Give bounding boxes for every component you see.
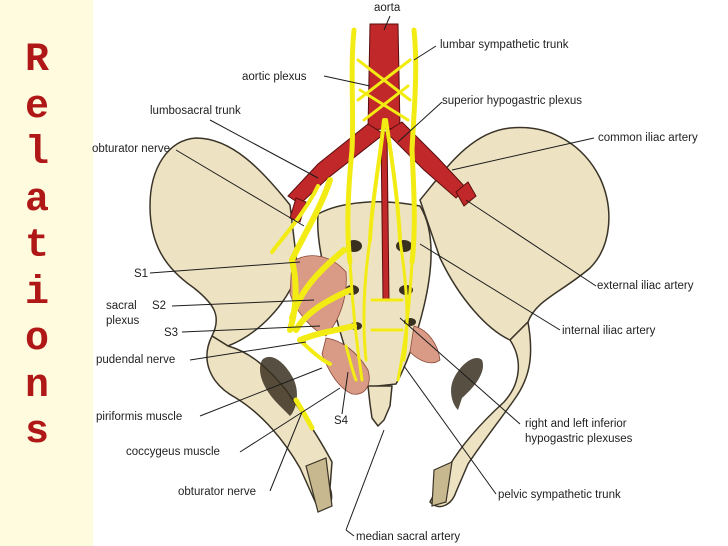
label-piriformis-muscle: piriformis muscle bbox=[96, 411, 182, 423]
title-letter: a bbox=[24, 177, 49, 223]
lumbosacral-trunk bbox=[289, 177, 333, 263]
median-sacral-artery bbox=[380, 131, 390, 301]
right-pubic-ramus bbox=[429, 321, 532, 508]
left-internal-iliac-artery bbox=[289, 197, 307, 223]
arteries bbox=[287, 23, 477, 301]
title-letter: R bbox=[24, 38, 49, 83]
ischial-tuberosities bbox=[305, 457, 453, 513]
sciatic-lower-branch bbox=[293, 397, 315, 431]
right-external-iliac-artery bbox=[455, 181, 477, 207]
slide-title: R e l a t i o n s bbox=[8, 38, 66, 457]
label-inferior-hypogastric-line2: hypogastric plexuses bbox=[525, 433, 633, 445]
label-lumbosacral-trunk: lumbosacral trunk bbox=[150, 105, 241, 117]
inferior-hypogastric-plexus bbox=[362, 238, 409, 362]
right-pelvic-floor-muscle bbox=[409, 325, 441, 364]
right-iliac-wing bbox=[419, 126, 610, 341]
lumbar-sympathetic-trunk-right bbox=[409, 27, 419, 265]
label-inferior-hypogastric-line1: right and left inferior bbox=[525, 418, 627, 430]
nerves bbox=[270, 27, 419, 431]
label-s1: S1 bbox=[134, 268, 148, 280]
label-median-sacral-artery: median sacral artery bbox=[356, 531, 460, 543]
label-external-iliac-artery: external iliac artery bbox=[597, 280, 694, 292]
aortic-plexus bbox=[356, 58, 412, 122]
title-letter: o bbox=[24, 317, 49, 362]
label-sacral: sacral bbox=[106, 300, 137, 312]
label-aorta: aorta bbox=[374, 2, 401, 14]
label-pudendal-nerve: pudendal nerve bbox=[96, 354, 175, 366]
label-s2: S2 bbox=[152, 300, 166, 312]
label-superior-hypogastric-plexus: superior hypogastric plexus bbox=[442, 95, 582, 107]
title-letter: i bbox=[24, 270, 49, 316]
sacral-plexus bbox=[287, 247, 357, 343]
title-letter: n bbox=[24, 363, 49, 409]
label-s3: S3 bbox=[164, 327, 178, 339]
pelvic-sympathetic-trunk bbox=[348, 260, 414, 382]
title-letter: s bbox=[24, 410, 49, 455]
left-ischial-tuberosity bbox=[305, 457, 333, 513]
label-obturator-nerve-top: obturator nerve bbox=[92, 143, 170, 155]
right-obturator-foramen bbox=[451, 358, 484, 410]
label-aortic-plexus: aortic plexus bbox=[242, 71, 307, 83]
label-s4: S4 bbox=[334, 415, 349, 427]
label-common-iliac-artery: common iliac artery bbox=[598, 132, 698, 144]
label-coccygeus-muscle: coccygeus muscle bbox=[126, 446, 220, 458]
label-plexus: plexus bbox=[106, 315, 139, 327]
superior-hypogastric-plexus bbox=[368, 118, 402, 242]
right-ischial-tuberosity bbox=[431, 461, 453, 507]
lumbar-sympathetic-trunk-left bbox=[345, 27, 357, 265]
left-iliac-wing bbox=[149, 137, 299, 347]
title-letter: t bbox=[24, 224, 49, 269]
diagram-labels: aorta lumbar sympathetic trunk aortic pl… bbox=[92, 2, 698, 543]
obturator-nerve bbox=[270, 184, 320, 254]
coccyx bbox=[367, 385, 393, 427]
title-letter: l bbox=[24, 131, 49, 176]
label-obturator-nerve-bottom: obturator nerve bbox=[178, 486, 256, 498]
s4-branch bbox=[344, 344, 358, 382]
left-common-iliac-artery bbox=[287, 123, 385, 205]
label-internal-iliac-artery: internal iliac artery bbox=[562, 325, 656, 337]
label-pelvic-sympathetic-trunk: pelvic sympathetic trunk bbox=[498, 489, 621, 501]
left-obturator-foramen bbox=[259, 356, 297, 416]
sacral-foramen bbox=[396, 240, 412, 252]
label-lumbar-sympathetic-trunk: lumbar sympathetic trunk bbox=[440, 39, 569, 51]
title-letter: e bbox=[24, 84, 49, 130]
leader-lines bbox=[149, 15, 597, 537]
